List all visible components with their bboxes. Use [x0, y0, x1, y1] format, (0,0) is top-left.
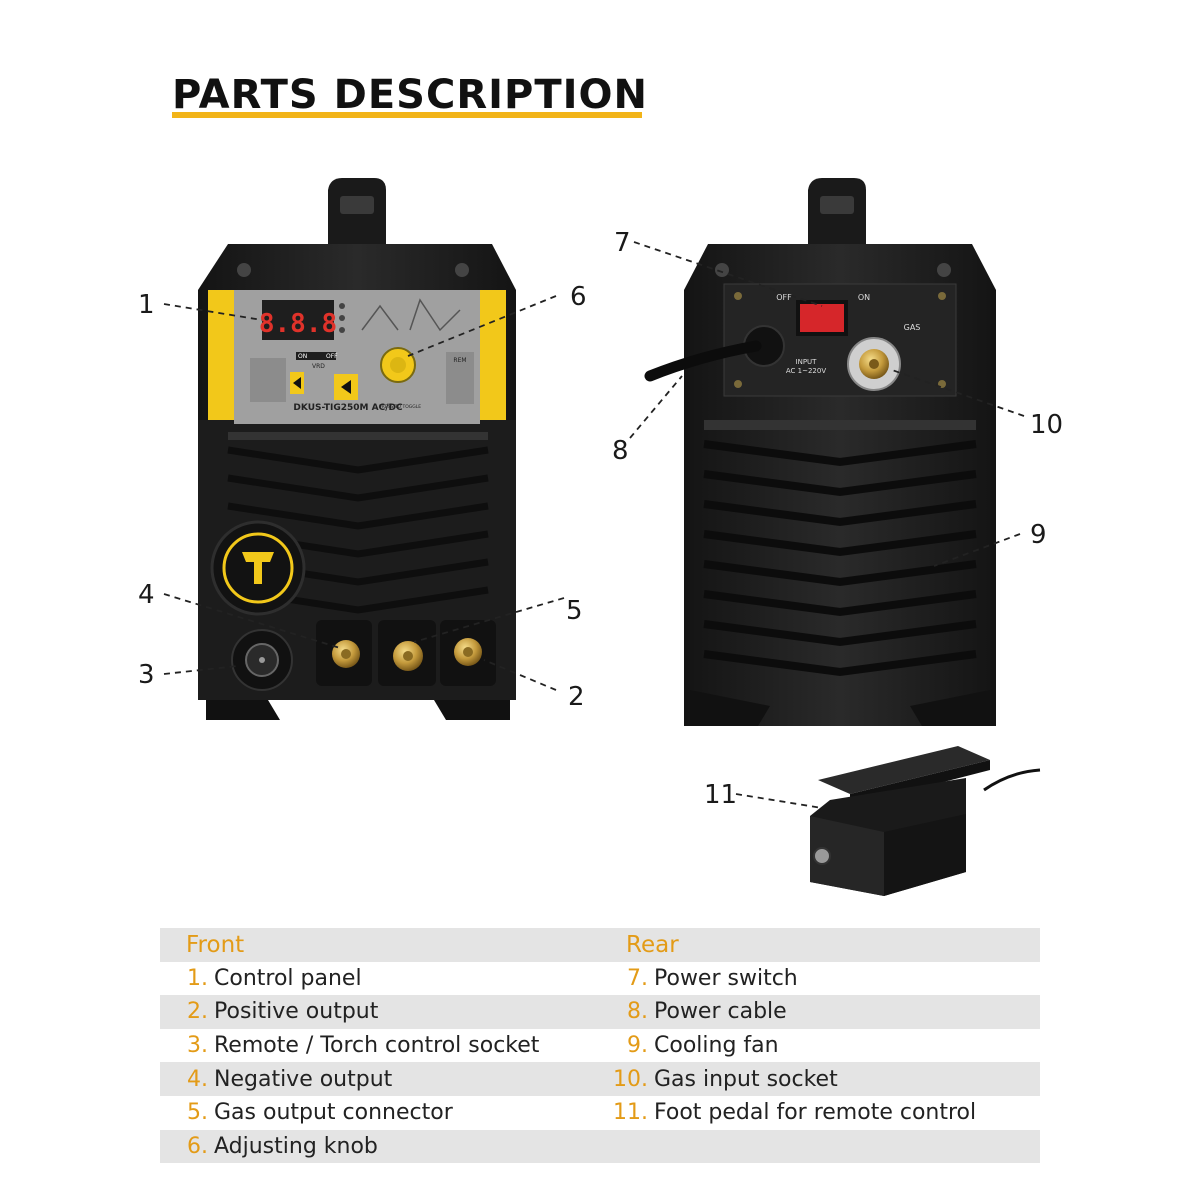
rem-label: REM — [453, 357, 466, 364]
callout-7: 7 — [614, 228, 631, 258]
input-spec-label: AC 1~220V — [786, 367, 826, 375]
panel-yellow-left — [208, 290, 234, 420]
switch-off-label: OFF — [776, 293, 792, 302]
gas-label: GAS — [904, 323, 921, 332]
legend-row: 3.Remote / Torch control socket 9.Coolin… — [160, 1029, 1040, 1063]
legend-number: 7. — [627, 965, 648, 991]
legend-number: 1. — [187, 965, 208, 991]
legend-number: 2. — [187, 999, 208, 1025]
legend-label: Cooling fan — [654, 1033, 779, 1059]
legend-number: 11. — [613, 1100, 648, 1126]
legend-label: Negative output — [214, 1066, 393, 1092]
rear-heading: Rear — [626, 931, 679, 958]
callout-4: 4 — [138, 580, 155, 610]
legend-number: 6. — [187, 1133, 208, 1159]
parts-legend: Front Rear 1.Control panel 7.Power switc… — [160, 928, 1040, 1164]
callout-lines — [163, 241, 1025, 809]
legend-label: Gas output connector — [214, 1100, 453, 1126]
vrd-label: VRD — [312, 363, 325, 370]
callout-5-top: 5 — [566, 596, 583, 626]
callout-3: 3 — [138, 660, 155, 690]
callout-8: 8 — [612, 436, 629, 466]
switch-on-label: ON — [858, 293, 870, 302]
power-cable — [644, 340, 762, 382]
legend-label: Remote / Torch control socket — [214, 1033, 540, 1059]
legend-row: 2.Positive output 8.Power cable — [160, 995, 1040, 1029]
legend-number: 4. — [187, 1066, 208, 1092]
callout-10: 10 — [1030, 410, 1064, 440]
panel-yellow-right — [480, 290, 506, 420]
rear-unit: OFF ON GAS INPUT AC 1~220V — [644, 178, 996, 726]
legend-label: Gas input socket — [654, 1066, 838, 1092]
legend-number: 9. — [627, 1033, 648, 1059]
cooling-fan-grille — [703, 440, 977, 677]
legend-label: Adjusting knob — [214, 1133, 378, 1159]
legend-number: 5. — [187, 1100, 208, 1126]
legend-number: 10. — [613, 1066, 648, 1092]
legend-header-row: Front Rear — [160, 928, 1040, 962]
legend-label: Power switch — [654, 965, 798, 991]
input-label: INPUT — [796, 358, 818, 366]
legend-row: 4.Negative output 10.Gas input socket — [160, 1062, 1040, 1096]
legend-number: 3. — [187, 1033, 208, 1059]
legend-label: Power cable — [654, 999, 787, 1025]
title-underline — [172, 112, 642, 118]
pedal-knob[interactable] — [813, 847, 831, 865]
callout-1: 1 — [138, 290, 155, 320]
callout-11: 11 — [704, 780, 738, 810]
legend-label: Control panel — [214, 965, 362, 991]
callout-2: 2 — [568, 682, 585, 712]
legend-label: Positive output — [214, 999, 379, 1025]
callout-6: 6 — [570, 282, 587, 312]
power-switch[interactable] — [800, 304, 844, 332]
legend-label: Foot pedal for remote control — [654, 1100, 977, 1126]
press-toggle-label: PRESS TO TOGGLE — [379, 404, 421, 410]
front-heading: Front — [186, 931, 245, 958]
legend-number: 8. — [627, 999, 648, 1025]
page-title: PARTS DESCRIPTION — [172, 72, 648, 118]
front-unit: 8.8.8 ON OFF VRD REM PRESS TO TOGGLE DKU… — [198, 178, 516, 720]
model-label: DKUS-TIG250M AC/DC — [293, 403, 403, 413]
product-diagram: 8.8.8 ON OFF VRD REM PRESS TO TOGGLE DKU… — [163, 178, 1041, 896]
legend-row: 6.Adjusting knob — [160, 1129, 1040, 1164]
legend-row: 5.Gas output connector 11.Foot pedal for… — [160, 1096, 1040, 1130]
on-label: ON — [298, 353, 307, 360]
legend-row: 1.Control panel 7.Power switch — [160, 962, 1040, 996]
foot-pedal — [810, 746, 1041, 896]
callout-9: 9 — [1030, 520, 1047, 550]
led-display — [262, 300, 334, 340]
off-label: OFF — [326, 353, 338, 360]
display-readout: 8.8.8 — [259, 309, 337, 339]
